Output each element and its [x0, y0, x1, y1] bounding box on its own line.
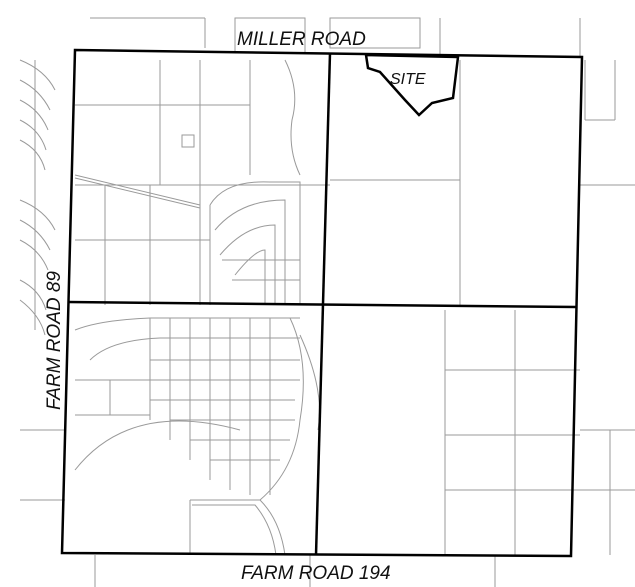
site-boundary [364, 53, 460, 117]
site-label: SITE [390, 71, 426, 88]
section-grid [60, 48, 584, 558]
road-label-south: FARM ROAD 194 [241, 563, 391, 584]
road-label-north: MILLER ROAD [237, 29, 366, 50]
road-label-west: FARM ROAD 89 [44, 271, 65, 410]
